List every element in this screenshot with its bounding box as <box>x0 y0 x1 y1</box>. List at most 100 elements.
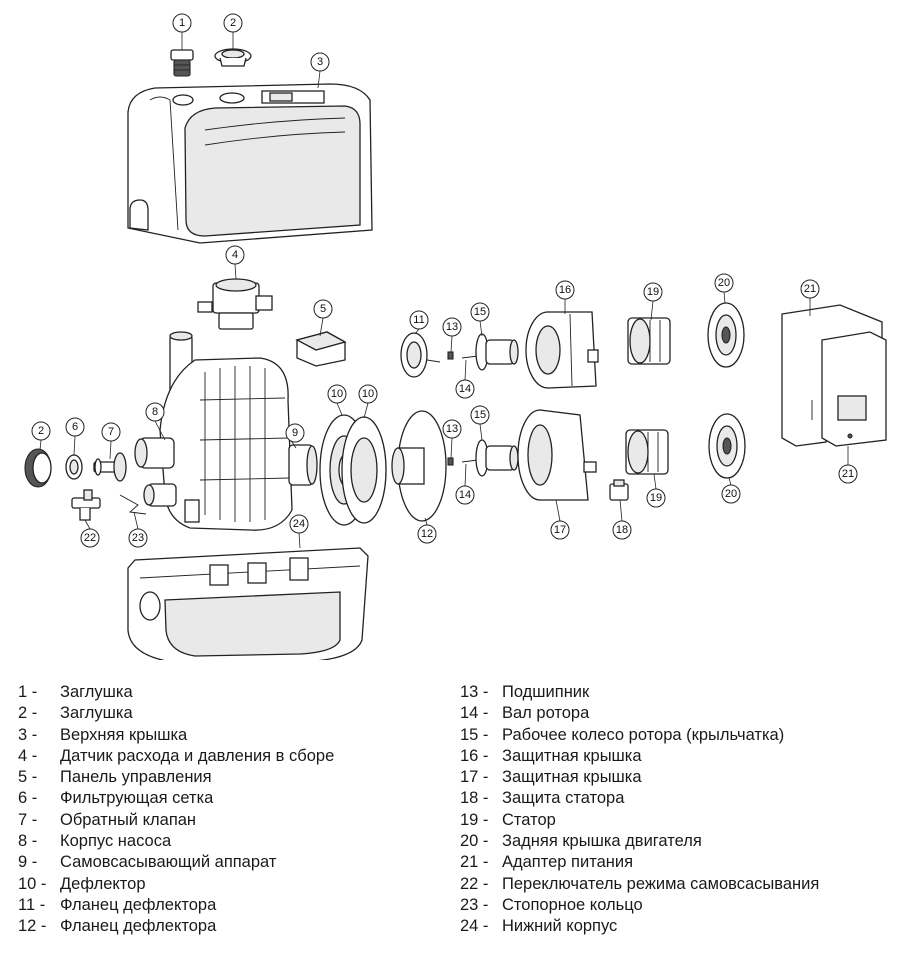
legend-number: 21 - <box>460 853 489 872</box>
part-stator-guard-18 <box>609 479 629 501</box>
part-stator-19-upper <box>627 317 671 365</box>
callout-17: 17 <box>550 520 570 540</box>
legend-item: 7 - Обратный клапан <box>18 810 438 831</box>
part-top-cover-3 <box>127 83 373 244</box>
part-self-priming-9 <box>288 444 318 486</box>
legend-number: 24 - <box>460 917 489 936</box>
legend-number: 6 - <box>18 789 38 808</box>
part-bearing-13-lower <box>447 457 454 466</box>
part-rear-cover-20-lower <box>708 413 746 479</box>
legend-item: 19 - Статор <box>460 810 890 831</box>
legend-number: 2 - <box>18 704 38 723</box>
svg-text:11: 11 <box>413 314 424 326</box>
legend-number: 5 - <box>18 768 38 787</box>
legend-item: 21 -Адаптер питания <box>460 852 890 873</box>
legend-label: Датчик расхода и давления в сборе <box>60 746 335 765</box>
svg-text:14: 14 <box>459 489 471 501</box>
callout-14-upper: 14 <box>455 379 475 399</box>
legend-label: Подшипник <box>502 683 590 701</box>
legend-label: Заглушка <box>60 683 133 701</box>
legend-item: 4 -Датчик расхода и давления в сборе <box>18 746 438 767</box>
svg-text:23: 23 <box>132 532 144 544</box>
callout-12: 12 <box>417 524 437 544</box>
callout-22: 22 <box>80 528 100 548</box>
legend-item: 22 -Переключатель режима самовсасывания <box>460 874 890 895</box>
svg-text:6: 6 <box>72 421 78 433</box>
callout-24: 24 <box>289 514 309 534</box>
legend-item: 17 -Защитная крышка <box>460 767 890 788</box>
callout-2-top: 2 <box>223 13 243 33</box>
legend-label: Защитная крышка <box>502 768 642 787</box>
legend-item: 20 -Задняя крышка двигателя <box>460 831 890 852</box>
legend-item: 10 -Дефлектор <box>18 874 438 895</box>
callout-2-left: 2 <box>31 421 51 441</box>
legend-item: 1 - Заглушка <box>18 682 438 703</box>
legend-item: 9 -Самовсасывающий аппарат <box>18 852 438 873</box>
legend-label: Задняя крышка двигателя <box>502 832 702 851</box>
legend-item: 12 -Фланец дефлектора <box>18 916 438 937</box>
exploded-view-diagram: 1 2 3 4 5 6 7 8 9 10 10 11 12 13 13 14 1… <box>24 13 887 660</box>
legend-number: 18 - <box>460 789 489 808</box>
legend-number: 3 - <box>18 725 38 744</box>
part-impeller-15-upper <box>475 333 519 371</box>
part-flow-sensor-4 <box>197 278 273 330</box>
legend-number: 10 - <box>18 874 47 893</box>
callout-14-lower: 14 <box>455 485 475 505</box>
part-protective-cover-16 <box>525 311 599 389</box>
svg-text:13: 13 <box>446 423 458 435</box>
svg-text:21: 21 <box>842 468 854 480</box>
leader-lines <box>39 32 849 549</box>
callout-21-lower: 21 <box>838 464 858 484</box>
svg-text:8: 8 <box>152 406 158 418</box>
legend-item: 18 -Защита статора <box>460 788 890 809</box>
svg-text:14: 14 <box>459 383 471 395</box>
legend-item: 11 -Фланец дефлектора <box>18 895 438 916</box>
legend-number: 19 - <box>460 810 489 829</box>
legend-label: Переключатель режима самовсасывания <box>502 874 820 893</box>
legend-number: 7 - <box>18 810 38 829</box>
legend-number: 9 - <box>18 853 38 872</box>
legend-label: Верхняя крышка <box>60 725 188 744</box>
legend-label: Защитная крышка <box>502 746 642 765</box>
legend-label: Обратный клапан <box>60 810 197 829</box>
part-impeller-15-lower <box>475 439 519 477</box>
callout-6: 6 <box>65 417 85 437</box>
svg-text:4: 4 <box>232 249 238 261</box>
part-pump-housing-8 <box>134 331 293 531</box>
legend-number: 16 - <box>460 746 489 765</box>
callout-1: 1 <box>172 13 192 33</box>
legend-item: 3 - Верхняя крышка <box>18 725 438 746</box>
svg-text:22: 22 <box>84 532 96 544</box>
callout-4: 4 <box>225 245 245 265</box>
part-check-valve-7 <box>93 452 127 482</box>
part-stator-19-lower <box>625 429 669 475</box>
legend-label: Рабочее колесо ротора (крыльчатка) <box>502 725 785 744</box>
callout-13-lower: 13 <box>442 419 462 439</box>
legend-number: 11 - <box>18 895 46 914</box>
legend-item: 24 -Нижний корпус <box>460 916 890 937</box>
part-rotor-shaft-14-lower <box>461 459 479 463</box>
legend-number: 15 - <box>460 725 489 744</box>
legend-item: 6 -Фильтрующая сетка <box>18 788 438 809</box>
legend-label: Статор <box>502 810 556 829</box>
svg-text:15: 15 <box>474 306 486 318</box>
legend-item: 8 -Корпус насоса <box>18 831 438 852</box>
callout-15-upper: 15 <box>470 302 490 322</box>
callout-19-upper: 19 <box>643 282 663 302</box>
legend-number: 8 - <box>18 832 38 851</box>
callout-10b: 10 <box>358 384 378 404</box>
svg-text:20: 20 <box>725 488 737 500</box>
legend-item: 14 -Вал ротора <box>460 703 890 724</box>
svg-text:13: 13 <box>446 321 458 333</box>
part-plug-2 <box>214 48 252 67</box>
part-deflector-flange-12 <box>391 410 447 522</box>
svg-text:19: 19 <box>647 286 659 298</box>
legend-item: 2 - Заглушка <box>18 703 438 724</box>
callout-19-lower: 19 <box>646 488 666 508</box>
svg-text:3: 3 <box>317 56 323 68</box>
part-protective-cover-17 <box>517 409 597 501</box>
svg-text:15: 15 <box>474 409 486 421</box>
legend-label: Заглушка <box>60 704 133 723</box>
legend-item: 16 - Защитная крышка <box>460 746 890 767</box>
legend-number: 1 - <box>18 683 38 701</box>
